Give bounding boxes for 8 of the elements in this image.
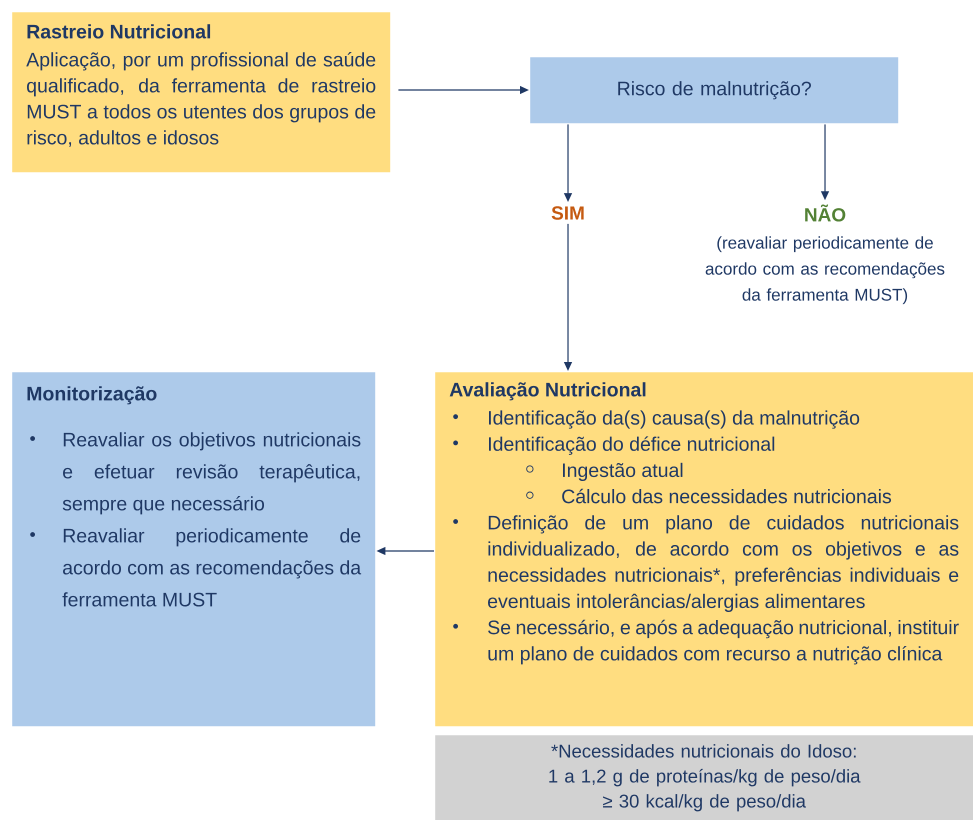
process-box: Monitorização Reavaliar os objetivos nutricionais e efetuar revisão terapêutica, sempre que necessário Reavaliar periodicamente de acordo com as recomendações da ferramenta MUST (12, 372, 376, 726)
process-box: Avaliação Nutricional Identificação da(s) causa(s) da malnutrição Identificação do défice nutricional Ingestão atual Cálculo das necessidades nutricionais Definição de um plano de cuidados nutricionais individualizado, de acordo com os objetivos e as necessidades nutricionais*, preferências individuais e eventuais intolerâncias/alergias alimentares Se necessário, e após a adequação nutricional, instituir um plano de cuidados com recurso a nutrição clínica (435, 372, 973, 726)
decision-box: Risco de malnutrição? (530, 57, 898, 124)
note-box: *Necessidades nutricionais do Idoso: 1 a 1,2 g de proteínas/kg de peso/dia ≥ 30 kcal/kg de peso/dia (435, 735, 973, 820)
branch-label: SIM (552, 206, 584, 220)
branch-label: NÃO (805, 204, 846, 222)
note-text: (reavaliar periodicamente de acordo com as recomendações da ferramenta MUST) (706, 236, 944, 304)
process-box: Rastreio Nutricional Aplicação, por um profissional de saúde qualificado, da ferramenta de rastreio MUST a todos os utentes dos grupos de risco, adultos e idosos (12, 12, 390, 172)
